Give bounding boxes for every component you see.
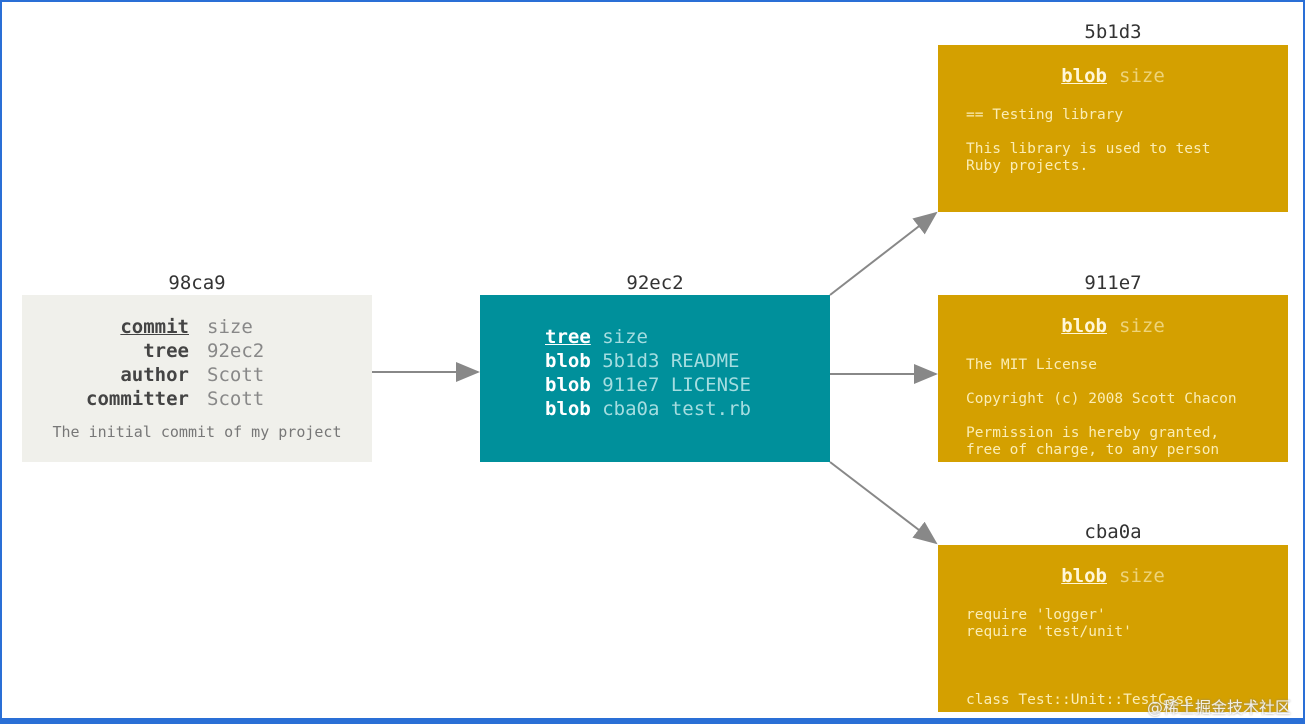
- blob-id-label: 5b1d3: [1084, 21, 1142, 43]
- blob-type: blob: [1061, 315, 1107, 337]
- blob-content-line: Copyright (c) 2008 Scott Chacon: [966, 391, 1237, 407]
- tree-key: tree: [545, 326, 591, 348]
- commit-key: committer: [86, 388, 189, 410]
- blob-content-line: require 'logger' require 'test/unit': [966, 607, 1132, 640]
- commit-value: size: [207, 316, 253, 338]
- blob-content-line: class Test::Unit::TestCase: [966, 692, 1193, 708]
- commit-key: author: [120, 364, 189, 386]
- blob-content-line: The MIT License: [966, 357, 1097, 373]
- tree-value: 5b1d3 README: [602, 350, 740, 372]
- blob-type: blob: [1061, 565, 1107, 587]
- blob-id-label: cba0a: [1084, 521, 1142, 543]
- commit-id-label: 98ca9: [168, 272, 226, 294]
- tree-key: blob: [545, 398, 591, 420]
- watermark: @稀土掘金技术社区: [1146, 698, 1291, 717]
- blob-object: blob size The MIT License Copyright (c) 2…: [938, 295, 1288, 462]
- blob-object: blob size require 'logger' require 'test/…: [938, 545, 1288, 712]
- blob-object: blob size == Testing library This library…: [938, 45, 1288, 212]
- blob-type: blob: [1061, 65, 1107, 87]
- tree-value: 911e7 LICENSE: [602, 374, 751, 396]
- commit-value: Scott: [207, 364, 265, 386]
- tree-value: cba0a test.rb: [602, 398, 751, 420]
- commit-value: Scott: [207, 388, 265, 410]
- blob-size: size: [1119, 315, 1165, 337]
- blob-size: size: [1119, 565, 1165, 587]
- blob-content-line: This library is used to test Ruby projec…: [966, 141, 1211, 174]
- arrow-tree-to-blob-5b1d3: [829, 211, 938, 296]
- commit-key: commit: [120, 316, 189, 338]
- commit-value: 92ec2: [207, 340, 265, 362]
- commit-message: The initial commit of my project: [52, 423, 342, 441]
- tree-value: size: [602, 326, 648, 348]
- tree-key: blob: [545, 350, 591, 372]
- blob-content-line: [966, 658, 1260, 675]
- blob-size: size: [1119, 65, 1165, 87]
- blob-content-line: Permission is hereby granted, free of ch…: [966, 425, 1220, 458]
- tree-id-label: 92ec2: [626, 272, 684, 294]
- arrow-tree-to-blob-cba0a: [829, 461, 938, 545]
- tree-key: blob: [545, 374, 591, 396]
- blob-content-line: == Testing library: [966, 107, 1124, 123]
- tree-object: tree size blob 5b1d3 README blob 911e7 L…: [480, 295, 830, 462]
- commit-key: tree: [143, 340, 189, 362]
- blob-id-label: 911e7: [1084, 272, 1142, 294]
